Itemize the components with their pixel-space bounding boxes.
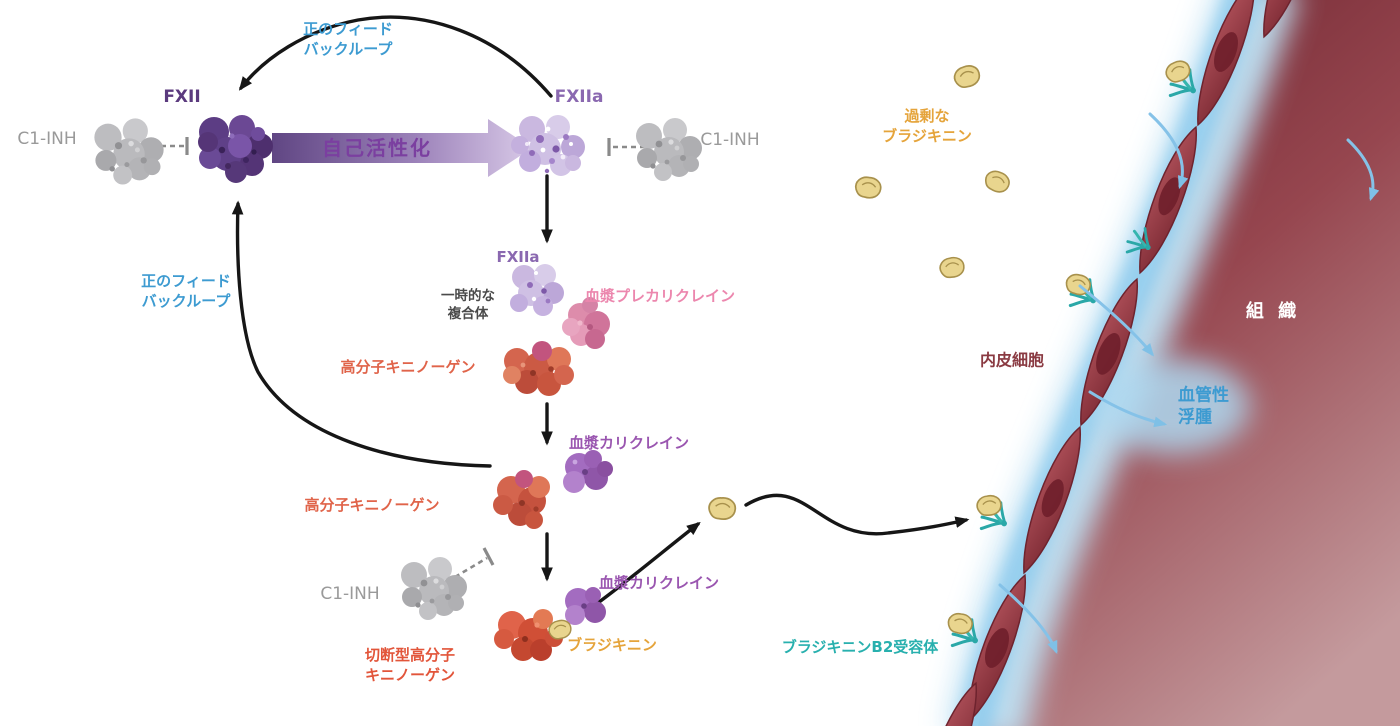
leak-arrow-icon: [1088, 390, 1168, 428]
prekallikrein-in-complex: [562, 297, 610, 349]
bradykinin-molecule: [981, 167, 1013, 197]
autoactivation-arrow: [272, 119, 532, 177]
inhibition-dash: [454, 556, 488, 579]
cleaved-complex: [494, 587, 606, 661]
hmwk-in-kallikrein-complex: [493, 470, 550, 529]
fxiia-in-complex: [510, 264, 564, 316]
kallikrein-molecule: [563, 450, 613, 493]
endothelial-cell: [955, 569, 1039, 726]
inhibition-tbar: [482, 547, 495, 566]
fxiia-molecule: [511, 115, 585, 176]
fxii-molecule: [198, 115, 273, 183]
kallikrein-molecule: [565, 587, 606, 625]
bradykinin-molecule: [975, 494, 1003, 517]
endothelial-cell: [1184, 0, 1268, 131]
plasma-leak-arrows: [998, 112, 1380, 654]
positive-feedback-arrow-left: [231, 200, 492, 468]
endothelial-cell: [1126, 121, 1210, 279]
c1inh-molecule: [401, 557, 467, 620]
positive-feedback-arrow-top: [238, 15, 553, 98]
leak-arrow-icon: [998, 583, 1058, 654]
contact-pathway: [94, 15, 970, 661]
bradykinin-molecule: [951, 62, 983, 91]
bradykinin-molecule: [707, 495, 738, 522]
endothelial-cell: [1010, 421, 1094, 579]
endothelial-cell: [1067, 273, 1151, 431]
bradykinin-molecule: [938, 255, 966, 280]
bradykinin-molecule: [853, 174, 884, 201]
endothelium: [906, 0, 1334, 726]
bradykinin-to-receptor-arrow: [744, 493, 970, 536]
bradykinin-molecule: [945, 610, 975, 637]
c1inh-inhibition-lines: [152, 137, 645, 579]
vessel-wall-scene: [853, 0, 1400, 726]
kallikrein-hmwk-complex: [493, 450, 613, 529]
leak-arrow-icon: [1148, 112, 1189, 190]
leak-arrow-icon: [1346, 138, 1380, 202]
free-bradykinin-lumen: [853, 62, 1013, 280]
leak-arrow-icon: [1078, 284, 1155, 357]
hmwk-in-complex: [503, 341, 574, 396]
c1inh-molecule: [636, 118, 702, 181]
ternary-complex: [503, 264, 610, 396]
c1inh-molecule: [94, 118, 164, 185]
